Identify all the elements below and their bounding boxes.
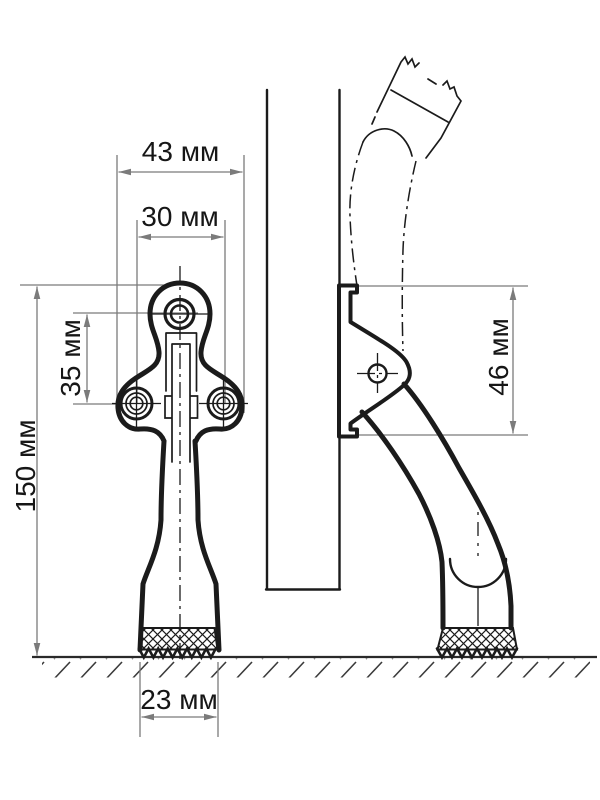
dimension-labels: 43 мм 30 мм 35 мм 150 мм 46 мм 23 мм [10, 136, 514, 715]
screw-hole-right-crosshair [199, 379, 248, 428]
ground [32, 655, 597, 678]
raised-arm-right-edge [401, 160, 417, 352]
phantom-raised-position [349, 55, 462, 352]
dim-label-plate-width: 43 мм [142, 136, 219, 167]
mounting-plate-outline [115, 280, 245, 444]
door-panel [264, 88, 342, 591]
rubber-teeth-front [137, 645, 218, 661]
pivot-crosshair [357, 353, 398, 393]
dim-label-hole-spacing: 30 мм [141, 201, 218, 232]
raised-foot-broken-outline [371, 55, 462, 159]
dimensions [20, 155, 528, 737]
stem-right-edge [192, 438, 222, 653]
dim-label-bracket-height: 46 мм [483, 318, 514, 395]
rubber-tip-front [138, 627, 219, 651]
bracket-fill [339, 285, 410, 437]
stem-left-edge [137, 438, 167, 653]
raised-arm-end-cap [362, 128, 413, 157]
front-view [112, 266, 248, 661]
arm-right-edge [401, 381, 514, 631]
stem-fill [140, 441, 219, 650]
part-fills [117, 283, 511, 650]
dim-label-foot-width: 23 мм [140, 684, 217, 715]
bracket-outline [337, 283, 412, 439]
rubber-teeth-side [435, 645, 519, 661]
arm-left-edge [359, 409, 446, 631]
arm-fill [362, 384, 511, 628]
dim-label-hole-offset: 35 мм [55, 319, 86, 396]
pivot-slot [164, 332, 199, 463]
raised-arm-left-edge [349, 141, 364, 287]
screw-hole-left-crosshair [112, 379, 161, 428]
side-view [337, 283, 519, 661]
rubber-socket-arc [448, 557, 508, 589]
dim-label-total-height: 150 мм [10, 420, 41, 513]
ground-hatching [42, 658, 590, 678]
